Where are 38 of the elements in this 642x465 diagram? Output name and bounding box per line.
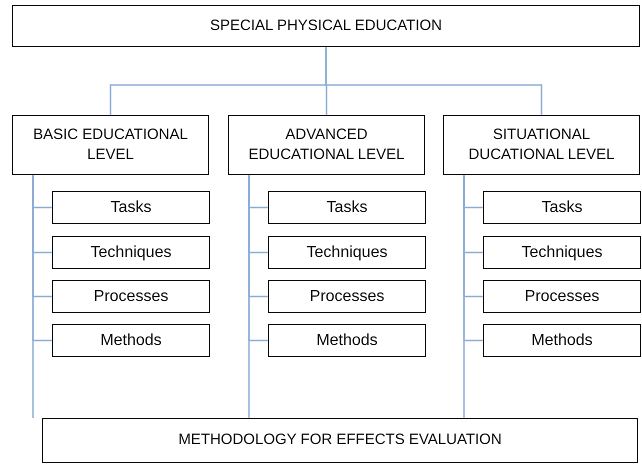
item-box (483, 191, 641, 224)
box-label: Tasks (542, 198, 582, 218)
item-box (483, 280, 641, 313)
box-label: ADVANCED EDUCATIONAL LEVEL (248, 124, 406, 165)
item-box (52, 324, 210, 357)
box-label: BASIC EDUCATIONAL LEVEL (32, 124, 189, 165)
level-box (12, 115, 209, 175)
item-box (483, 236, 641, 269)
box-label: Processes (524, 286, 600, 307)
heading-box (42, 418, 638, 463)
box-label: Techniques (522, 242, 602, 263)
connector-line (32, 175, 34, 418)
box-label: Techniques (306, 242, 388, 263)
box-label: SPECIAL PHYSICAL EDUCATION (210, 16, 442, 36)
box-label: Processes (94, 286, 168, 307)
box-label: Processes (310, 286, 384, 307)
item-box (52, 280, 210, 313)
item-box (483, 324, 641, 357)
item-box (52, 191, 210, 224)
item-box (268, 324, 426, 357)
level-box (228, 115, 425, 175)
box-label: Methods (531, 330, 593, 351)
connector-line (248, 175, 250, 418)
item-box (268, 191, 426, 224)
box-label: SITUATIONAL DUCATIONAL LEVEL (468, 124, 616, 165)
level-box (443, 115, 640, 175)
item-box (268, 236, 426, 269)
box-label: Techniques (90, 242, 172, 263)
connector-line (325, 47, 542, 115)
box-label: Methods (100, 330, 162, 351)
box-label: Tasks (326, 198, 368, 218)
heading-box (12, 5, 640, 47)
box-label: METHODOLOGY FOR EFFECTS EVALUATION (178, 430, 502, 450)
connector-line (463, 175, 465, 418)
box-label: Methods (316, 330, 378, 351)
item-box (52, 236, 210, 269)
item-box (268, 280, 426, 313)
box-label: Tasks (110, 198, 152, 218)
